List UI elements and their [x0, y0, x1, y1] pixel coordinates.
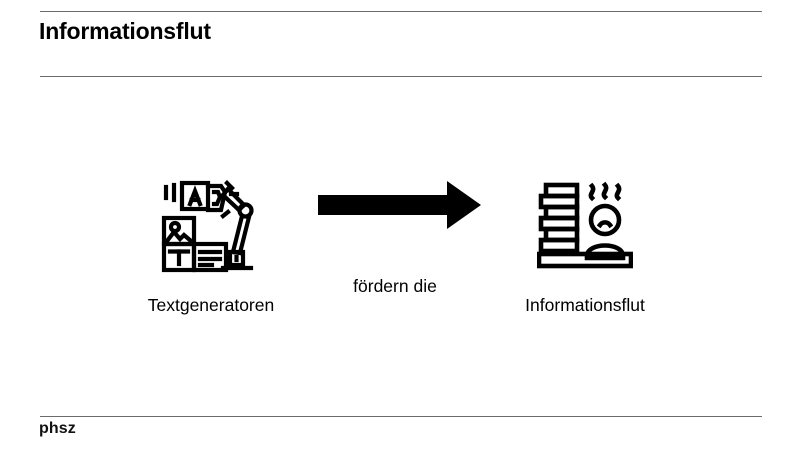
- diagram-node-label-textgenerators: Textgeneratoren: [147, 295, 275, 315]
- page-title: Informationsflut: [39, 18, 211, 44]
- robot-arm-text-generation-icon: [120, 180, 302, 280]
- slide-header: Informationsflut: [0, 0, 800, 80]
- diagram-node-informationflood: Informationsflut: [495, 180, 675, 316]
- footer-logo: phsz: [39, 420, 76, 437]
- right-arrow-icon: [300, 180, 490, 235]
- diagram-node-label-connector: fördern die: [353, 276, 437, 296]
- slide-footer: [0, 400, 800, 450]
- diagram-flow: Textgeneratoren fördern die: [0, 160, 800, 320]
- diagram-node-connector: fördern die: [300, 180, 490, 297]
- footer-rule: [40, 416, 762, 417]
- diagram-node-label-informationflood: Informationsflut: [525, 295, 645, 315]
- stacked-papers-stressed-person-icon: [495, 180, 675, 280]
- header-top-rule: [40, 11, 762, 12]
- header-bottom-rule: [40, 76, 762, 77]
- diagram-node-textgenerators: Textgeneratoren: [120, 180, 302, 316]
